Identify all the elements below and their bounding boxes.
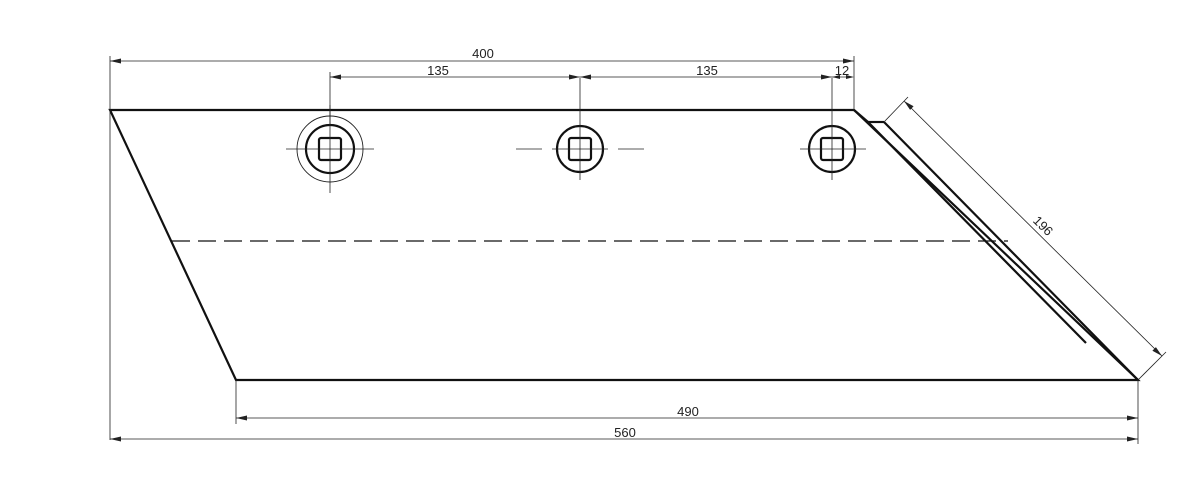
dimension-overall-length: 560 xyxy=(110,425,1138,442)
cutting-edge-bevel xyxy=(853,109,1139,381)
dimension-label-hole-edge-offset: 12 xyxy=(835,63,849,78)
dimension-label-top-total: 400 xyxy=(472,46,494,61)
dimension-label-hole-spacing-1: 135 xyxy=(427,63,449,78)
dimension-label-diagonal-edge: 196 xyxy=(1030,213,1056,239)
dimension-label-overall-length: 560 xyxy=(614,425,636,440)
dimension-label-bottom-edge: 490 xyxy=(677,404,699,419)
dimension-label-hole-spacing-2: 135 xyxy=(696,63,718,78)
mounting-hole-2 xyxy=(516,78,644,180)
dimension-diagonal-edge: 196 xyxy=(903,100,1163,357)
dimension-hole-spacing: 135 135 12 xyxy=(330,63,854,80)
extension-lines xyxy=(109,56,1167,444)
mounting-hole-3 xyxy=(800,78,866,180)
part-outline xyxy=(108,108,1141,382)
dimension-top-total: 400 xyxy=(110,46,854,64)
dimension-bottom-edge: 490 xyxy=(236,404,1138,421)
